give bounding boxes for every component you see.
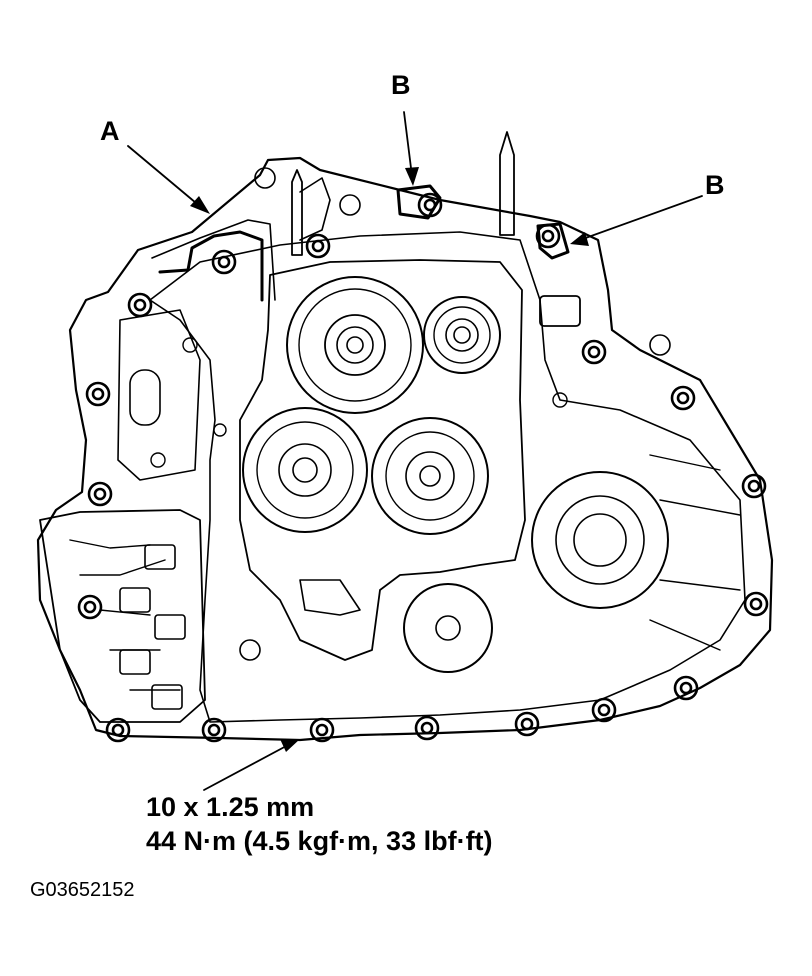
bolt-size-spec: 10 x 1.25 mm (146, 792, 315, 822)
bolt-icon (201, 717, 227, 743)
bolt-icon (309, 717, 335, 743)
bolt-icon (305, 233, 331, 259)
bolt-icon (670, 385, 696, 411)
callout-b-left-label: B (391, 70, 411, 100)
solenoid-1 (144, 544, 176, 570)
bolt-set (77, 192, 769, 743)
torque-spec: 44 N·m (4.5 kgf·m, 33 lbf·ft) (146, 826, 493, 856)
pump-gear (403, 583, 493, 673)
bracket-b-right (536, 222, 570, 260)
bolt-icon (87, 481, 113, 507)
leader-a (127, 145, 203, 209)
bolt-icon (591, 697, 617, 723)
bolt-icon (743, 591, 769, 617)
leader-b-left (403, 111, 413, 177)
differential (531, 471, 669, 609)
bolt-icon (211, 249, 237, 275)
gear-top-right (423, 296, 501, 374)
bolt-icon (514, 711, 540, 737)
bolt-icon (77, 594, 103, 620)
solenoid-4 (119, 649, 151, 675)
callout-a-label: A (100, 116, 120, 146)
bolt-icon (414, 715, 440, 741)
pin-right (499, 131, 515, 236)
solenoid-3 (154, 614, 186, 640)
leader-b-right (579, 195, 703, 241)
valve-body (39, 509, 206, 723)
gear-chamber (239, 259, 526, 661)
leader-lines (127, 111, 703, 791)
sensor-right (539, 295, 581, 327)
leader-spec (203, 743, 291, 791)
bolt-icon (535, 223, 561, 249)
bolt-icon (127, 292, 153, 318)
solenoid-5 (151, 684, 183, 710)
gasket-contour (149, 231, 746, 723)
solenoid-2 (119, 587, 151, 613)
callout-b-right-label: B (705, 170, 725, 200)
pin-left (291, 169, 303, 256)
housing-outline (36, 156, 774, 742)
bolt-icon (105, 717, 131, 743)
bolt-icon (581, 339, 607, 365)
left-boss (117, 309, 201, 481)
bolt-icon (741, 473, 767, 499)
bolt-icon (85, 381, 111, 407)
gear-top-left (286, 276, 424, 414)
gear-mid-right (371, 417, 489, 535)
gear-mid-left (242, 407, 368, 533)
bolt-icon (417, 192, 443, 218)
left-slot (129, 369, 161, 426)
bracket-a (158, 230, 264, 302)
figure-code: G03652152 (30, 879, 135, 901)
bolt-icon (673, 675, 699, 701)
